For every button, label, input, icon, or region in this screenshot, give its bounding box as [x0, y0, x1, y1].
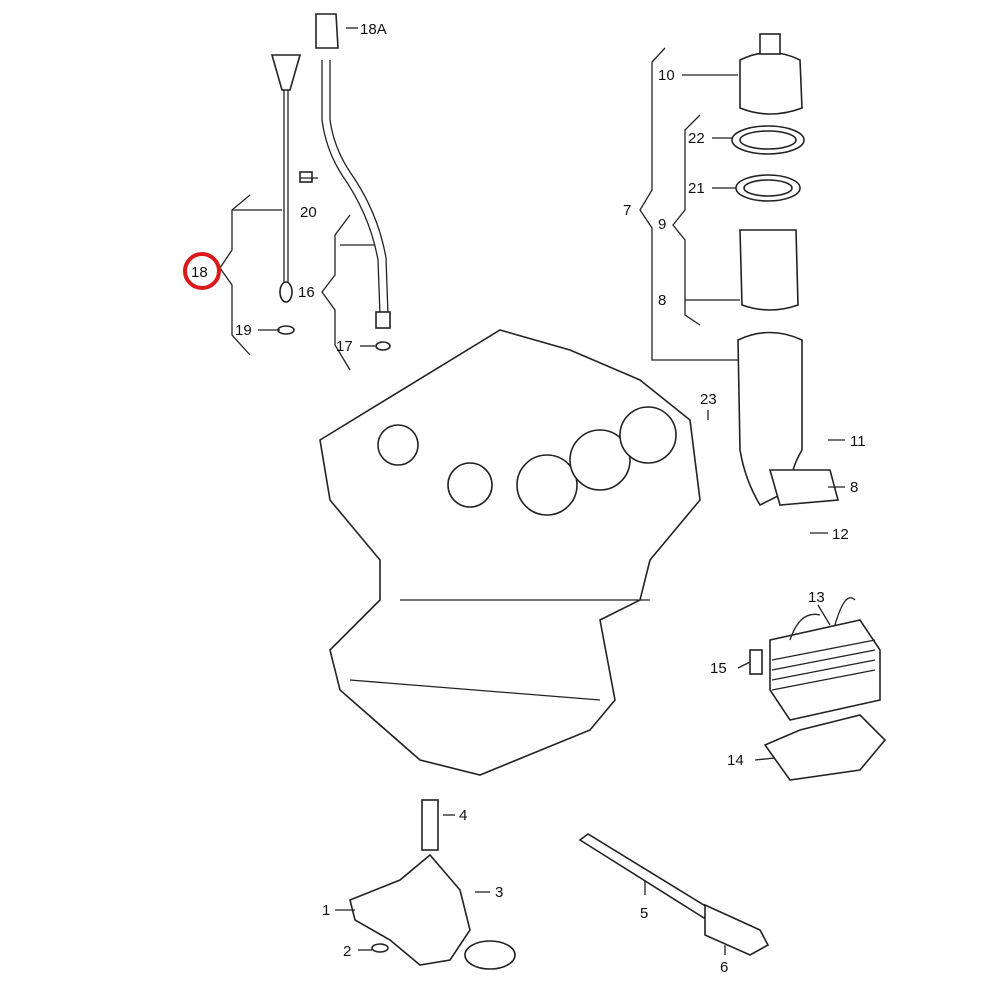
callout-1[interactable]: 1	[322, 902, 330, 919]
callout-2[interactable]: 2	[343, 943, 351, 960]
callout-7[interactable]: 7	[623, 202, 631, 219]
leader-lines	[219, 27, 845, 955]
callout-18A[interactable]: 18A	[360, 21, 387, 38]
dipstick[interactable]	[270, 54, 302, 335]
callout-23[interactable]: 23	[700, 391, 717, 408]
highlight-ring	[183, 252, 221, 290]
pump-drive-shaft[interactable]	[578, 833, 770, 956]
oil-filter-assembly[interactable]	[731, 33, 840, 507]
engine-block[interactable]	[319, 329, 701, 776]
callout-18[interactable]: 18	[191, 264, 208, 281]
oil-cooler[interactable]	[749, 597, 887, 781]
callout-19[interactable]: 19	[235, 322, 252, 339]
callout-14[interactable]: 14	[727, 752, 744, 769]
callout-11[interactable]: 11	[850, 433, 866, 450]
callout-8-filter[interactable]: 8	[658, 292, 666, 309]
callout-20[interactable]: 20	[300, 204, 317, 221]
callout-5[interactable]: 5	[640, 905, 648, 922]
callout-9[interactable]: 9	[658, 216, 666, 233]
callout-4[interactable]: 4	[459, 807, 467, 824]
callout-21[interactable]: 21	[688, 180, 705, 197]
callout-3[interactable]: 3	[495, 884, 503, 901]
oil-pump[interactable]	[349, 799, 516, 970]
callout-10[interactable]: 10	[658, 67, 675, 84]
dipstick-guide-tube[interactable]	[299, 13, 391, 351]
callout-8-gasket[interactable]: 8	[850, 479, 858, 496]
callout-22[interactable]: 22	[688, 130, 705, 147]
callout-12[interactable]: 12	[832, 526, 849, 543]
callout-13[interactable]: 13	[808, 589, 825, 606]
callout-labels: 18A 10 22 21 7 9 8 20 16 18 19 17 23 11 …	[191, 21, 866, 976]
callout-6[interactable]: 6	[720, 959, 728, 976]
callout-17[interactable]: 17	[336, 338, 353, 355]
callout-16[interactable]: 16	[298, 284, 315, 301]
callout-15[interactable]: 15	[710, 660, 727, 677]
